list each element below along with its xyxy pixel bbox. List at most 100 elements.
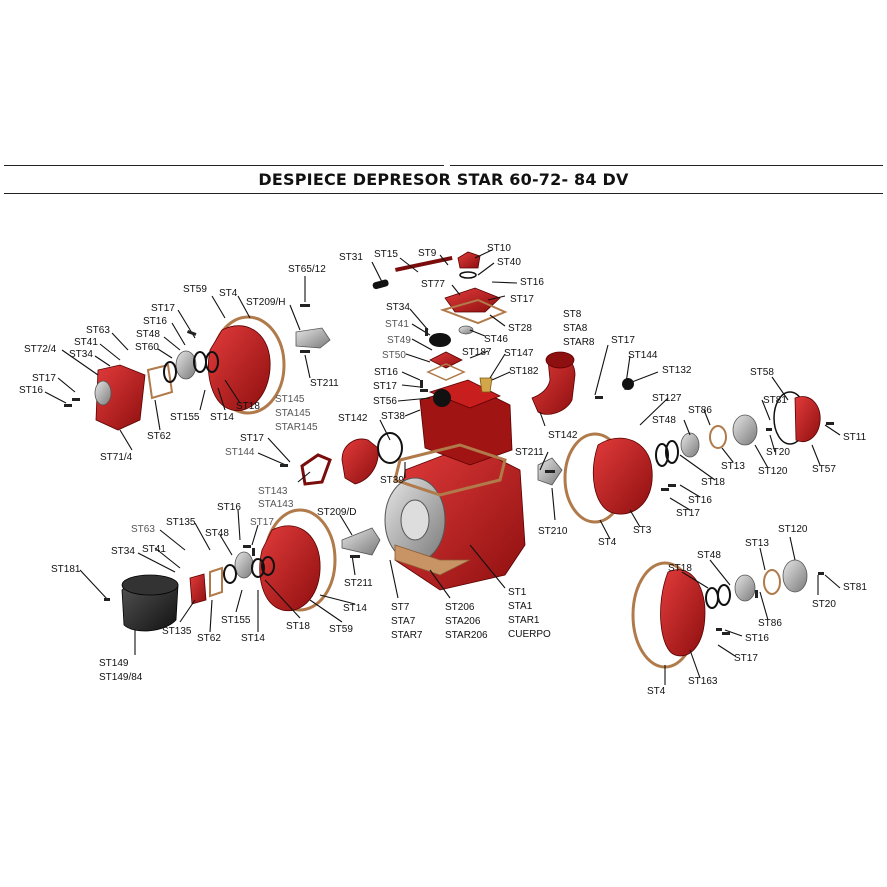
- label-st8: ST8: [563, 309, 582, 320]
- label-cuerpo: CUERPO: [508, 629, 551, 640]
- label-st149-84: ST149/84: [99, 672, 143, 683]
- label-st13-b: ST13: [745, 538, 769, 549]
- label-st211: ST211: [310, 378, 339, 389]
- label-st18: ST18: [236, 401, 260, 412]
- label-st9: ST9: [418, 248, 437, 259]
- label-st50: ST50: [382, 350, 406, 361]
- label-st16-f: ST16: [217, 502, 241, 513]
- label-st120: ST120: [758, 466, 788, 477]
- label-sta143: STA143: [258, 499, 294, 510]
- label-sta7: STA7: [391, 616, 416, 627]
- label-star7: STAR7: [391, 630, 423, 641]
- label-st18-d: ST18: [668, 563, 692, 574]
- end-cover-top-left: [163, 315, 331, 415]
- label-st16: ST16: [520, 277, 544, 288]
- label-st17-g: ST17: [676, 508, 700, 519]
- label-star145: STAR145: [275, 422, 318, 433]
- label-st135-b: ST135: [162, 626, 192, 637]
- label-st81-b: ST81: [843, 582, 867, 593]
- label-st155-b: ST155: [221, 615, 251, 626]
- label-star8: STAR8: [563, 337, 595, 348]
- label-st209-d: ST209/D: [317, 507, 356, 518]
- top-rule-left: [4, 165, 444, 166]
- label-st58: ST58: [750, 367, 774, 378]
- label-st41: ST41: [74, 337, 98, 348]
- label-star1: STAR1: [508, 615, 540, 626]
- label-st145: ST145: [275, 394, 305, 405]
- label-st59: ST59: [183, 284, 207, 295]
- label-st62: ST62: [147, 431, 171, 442]
- label-st57: ST57: [812, 464, 836, 475]
- label-st17-c: ST17: [32, 373, 56, 384]
- part-labels: ST31 ST15 ST9 ST10 ST40 ST16 ST77 ST17 S…: [19, 243, 867, 697]
- label-st3: ST3: [633, 525, 652, 536]
- label-st7: ST7: [391, 602, 410, 613]
- label-st62-b: ST62: [197, 633, 221, 644]
- label-st16-b: ST16: [143, 316, 167, 327]
- diagram-title: DESPIECE DEPRESOR STAR 60-72- 84 DV: [258, 170, 629, 189]
- small-hardware: [64, 304, 834, 635]
- label-st31: ST31: [339, 252, 363, 263]
- label-st206: ST206: [445, 602, 475, 613]
- label-st187: ST187: [462, 347, 492, 358]
- label-st17-h: ST17: [250, 517, 274, 528]
- label-st72-4: ST72/4: [24, 344, 57, 355]
- label-st10: ST10: [487, 243, 511, 254]
- label-st81: ST81: [763, 395, 787, 406]
- label-st48-b: ST48: [652, 415, 676, 426]
- label-sta145: STA145: [275, 408, 311, 419]
- label-st48-c: ST48: [205, 528, 229, 539]
- label-st181: ST181: [51, 564, 81, 575]
- bottom-rule: [4, 193, 883, 194]
- label-st14-b: ST14: [241, 633, 265, 644]
- label-st17-e: ST17: [240, 433, 264, 444]
- label-st20-b: ST20: [812, 599, 836, 610]
- label-st142: ST142: [338, 413, 368, 424]
- label-st143: ST143: [258, 486, 288, 497]
- label-st13: ST13: [721, 461, 745, 472]
- guard-st149: [121, 574, 179, 632]
- valve-parts: [426, 333, 493, 393]
- label-st34-b: ST34: [386, 302, 410, 313]
- label-st16-e: ST16: [688, 495, 712, 506]
- end-cover-bottom-left: [189, 508, 381, 612]
- label-st46: ST46: [484, 334, 508, 345]
- label-st17-i: ST17: [734, 653, 758, 664]
- label-sta8: STA8: [563, 323, 588, 334]
- label-st20: ST20: [766, 447, 790, 458]
- label-st41-b: ST41: [385, 319, 409, 330]
- label-st34: ST34: [69, 349, 93, 360]
- label-star206: STAR206: [445, 630, 488, 641]
- label-st63-b: ST63: [131, 524, 155, 535]
- label-st182: ST182: [509, 366, 539, 377]
- label-st17: ST17: [510, 294, 534, 305]
- label-st77: ST77: [421, 279, 445, 290]
- label-st144: ST144: [225, 447, 255, 458]
- label-st49: ST49: [387, 335, 411, 346]
- label-st56: ST56: [373, 396, 397, 407]
- label-st17-b: ST17: [151, 303, 175, 314]
- label-st15: ST15: [374, 249, 398, 260]
- label-st38: ST38: [381, 411, 405, 422]
- label-st18-b: ST18: [701, 477, 725, 488]
- label-st48-d: ST48: [697, 550, 721, 561]
- label-st147: ST147: [504, 348, 534, 359]
- label-st65-12: ST65/12: [288, 264, 326, 275]
- label-st39: ST39: [380, 475, 404, 486]
- label-st4-c: ST4: [647, 686, 666, 697]
- label-sta206: STA206: [445, 616, 481, 627]
- label-st41-c: ST41: [142, 544, 166, 555]
- label-st71-4: ST71/4: [100, 452, 133, 463]
- elbow-st8: [531, 351, 576, 415]
- label-st28: ST28: [508, 323, 532, 334]
- label-st209-h: ST209/H: [246, 297, 285, 308]
- label-st127: ST127: [652, 393, 682, 404]
- label-st149: ST149: [99, 658, 129, 669]
- label-st16-c: ST16: [19, 385, 43, 396]
- label-st48: ST48: [136, 329, 160, 340]
- label-st211-b: ST211: [515, 447, 544, 458]
- label-st163: ST163: [688, 676, 718, 687]
- label-st211-c: ST211: [344, 578, 373, 589]
- label-st16-d: ST16: [374, 367, 398, 378]
- label-st59-b: ST59: [329, 624, 353, 635]
